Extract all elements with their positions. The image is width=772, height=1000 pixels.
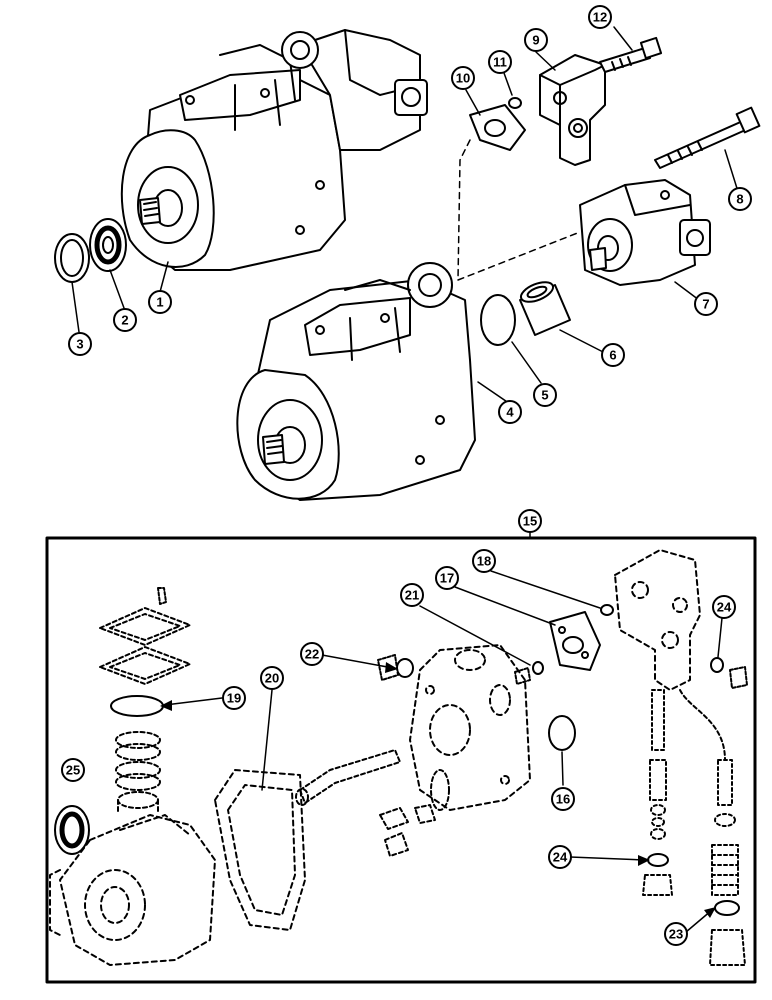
svg-text:16: 16: [556, 792, 570, 807]
coupling-6: [519, 281, 571, 336]
svg-text:12: 12: [593, 10, 607, 25]
piston-stack: [115, 731, 161, 813]
callout-18: 18: [472, 549, 496, 573]
callout-21: 21: [400, 583, 424, 607]
callout-5: 5: [533, 383, 557, 407]
spool-parts: [295, 749, 450, 857]
svg-text:20: 20: [265, 671, 279, 686]
callout-20: 20: [260, 666, 284, 690]
callout-4: 4: [498, 400, 522, 424]
pump-assembly-4: [236, 262, 476, 501]
detail-box-15: [45, 536, 757, 984]
pump-housing-lower: [49, 814, 216, 966]
gasket-20: [214, 769, 306, 931]
o-ring-18: [600, 604, 614, 616]
o-ring-24-lower-shape: [647, 853, 669, 867]
svg-text:8: 8: [736, 192, 743, 207]
arrowheads: [160, 662, 716, 918]
o-ring-24-upper: [710, 657, 724, 673]
callout-9: 9: [524, 28, 548, 52]
callout-12: 12: [588, 5, 612, 29]
svg-text:2: 2: [121, 313, 128, 328]
seal-2: [89, 218, 127, 272]
o-ring-11: [508, 97, 522, 109]
callout-16: 16: [551, 787, 575, 811]
plug-lower-right: [709, 929, 746, 966]
plug-lower-left: [642, 874, 673, 896]
callout-15: 15: [518, 509, 542, 533]
valve-block-lower: [614, 549, 701, 691]
svg-text:10: 10: [456, 71, 470, 86]
callout-24-upper: 24: [712, 595, 736, 619]
valve-block-9: [539, 54, 606, 166]
svg-text:11: 11: [493, 55, 507, 70]
callout-6: 6: [601, 343, 625, 367]
callout-19: 19: [222, 686, 246, 710]
callout-25: 25: [61, 758, 85, 782]
callouts: 1 2 3 4 5 6 7 8: [61, 5, 752, 946]
o-ring-23: [714, 900, 740, 916]
o-ring-19: [110, 695, 164, 717]
callout-24-lower: 24: [548, 845, 572, 869]
end-cover: [409, 644, 531, 811]
seal-25: [54, 805, 90, 855]
svg-text:5: 5: [541, 388, 548, 403]
svg-text:3: 3: [76, 337, 83, 352]
o-ring-21: [532, 661, 544, 675]
callout-3: 3: [68, 332, 92, 356]
svg-text:23: 23: [669, 927, 683, 942]
o-ring-5: [480, 294, 516, 346]
long-cap-screw-8: [654, 106, 761, 169]
dashed-leader-right: [679, 689, 726, 761]
callout-7: 7: [694, 292, 718, 316]
o-ring-16: [548, 715, 576, 751]
svg-text:25: 25: [66, 763, 80, 778]
callout-8: 8: [728, 187, 752, 211]
alignment-lines-upper: [457, 139, 581, 281]
valve-spool-stack-right: [711, 759, 739, 896]
gasket-10: [469, 104, 526, 151]
valve-spool-stack-left: [649, 689, 667, 840]
callout-10: 10: [451, 66, 475, 90]
svg-text:9: 9: [532, 33, 539, 48]
svg-text:1: 1: [156, 295, 163, 310]
svg-text:4: 4: [506, 405, 514, 420]
svg-text:18: 18: [477, 554, 491, 569]
svg-text:19: 19: [227, 691, 241, 706]
snap-ring-3: [54, 233, 90, 283]
callout-17: 17: [435, 566, 459, 590]
o-ring-22: [396, 658, 414, 678]
svg-text:24: 24: [717, 600, 732, 615]
gasket-17: [549, 611, 601, 671]
callout-23: 23: [664, 922, 688, 946]
callout-22: 22: [300, 642, 324, 666]
gaskets-stack: [99, 607, 191, 685]
pump-assembly-upper: [120, 29, 428, 271]
svg-text:24: 24: [553, 850, 568, 865]
svg-text:15: 15: [523, 514, 537, 529]
svg-text:7: 7: [702, 297, 709, 312]
svg-text:17: 17: [440, 571, 454, 586]
callout-1: 1: [148, 290, 172, 314]
svg-text:6: 6: [609, 348, 616, 363]
cap-screw-12: [599, 36, 663, 73]
svg-text:21: 21: [405, 588, 419, 603]
callout-2: 2: [113, 308, 137, 332]
callout-11: 11: [488, 50, 512, 74]
svg-text:22: 22: [305, 647, 319, 662]
gear-pump-7: [579, 179, 711, 286]
